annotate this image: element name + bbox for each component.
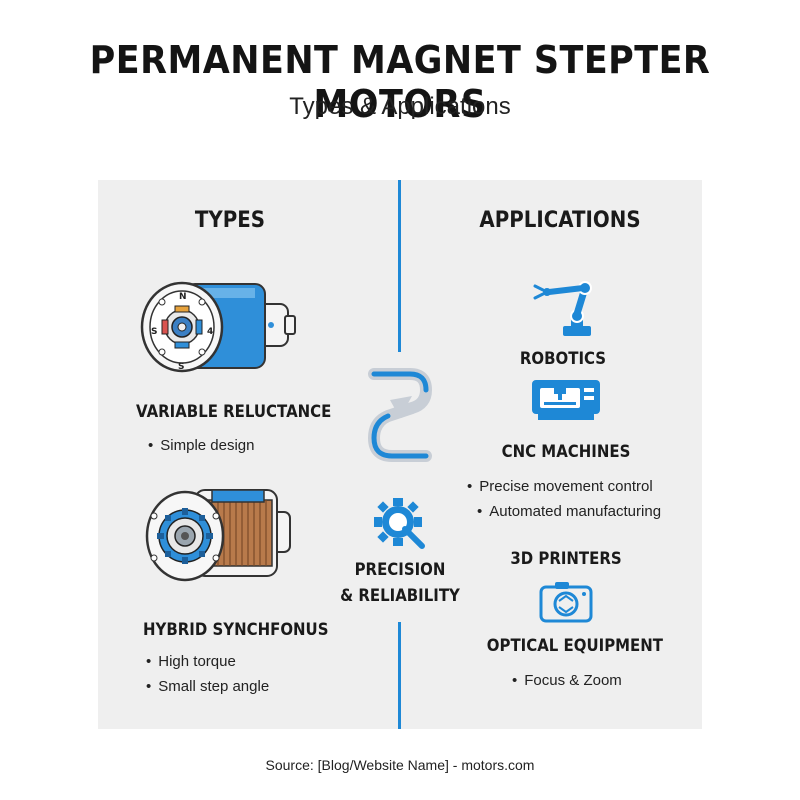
center-divider-bottom bbox=[398, 622, 401, 729]
page-title: PERMANENT MAGNET STEPTER MOTORS bbox=[89, 38, 711, 126]
hybrid-bullet-step-angle: Small step angle bbox=[146, 678, 269, 695]
hybrid-synchronous-title: HYBRID SYNCHFONUS bbox=[143, 620, 329, 640]
optical-bullet-focus: Focus & Zoom bbox=[512, 672, 622, 689]
variable-reluctance-title: VARIABLE RELUCTANCE bbox=[136, 402, 332, 422]
center-label-line1: PRECISION bbox=[354, 560, 446, 580]
cnc-machine-icon bbox=[532, 380, 600, 420]
robotics-title: ROBOTICS bbox=[519, 349, 607, 369]
source-footnote: Source: [Blog/Website Name] - motors.com bbox=[265, 757, 535, 773]
variable-reluctance-bullet: Simple design bbox=[148, 437, 254, 454]
3d-printers-title: 3D PRINTERS bbox=[510, 549, 622, 569]
pole-label-s: S bbox=[151, 327, 157, 337]
cnc-bullet-manufacturing: Automated manufacturing bbox=[477, 503, 661, 520]
robot-arm-icon bbox=[533, 281, 592, 336]
pole-label-4: 4 bbox=[207, 327, 213, 337]
hybrid-bullet-torque: High torque bbox=[146, 653, 236, 670]
pole-label-n: N bbox=[179, 292, 187, 302]
types-heading: TYPES bbox=[194, 208, 266, 233]
gear-magnifier-icon bbox=[374, 498, 425, 549]
applications-heading: APPLICATIONS bbox=[479, 208, 641, 233]
center-label-line2: & RELIABILITY bbox=[340, 586, 460, 606]
cycle-arrows-icon bbox=[367, 368, 433, 462]
optical-equipment-title: OPTICAL EQUIPMENT bbox=[486, 636, 664, 656]
hybrid-motor-coil-icon bbox=[145, 489, 291, 582]
stepper-motor-pole-icon: N S S 4 bbox=[140, 281, 296, 373]
cnc-machines-title: CNC MACHINES bbox=[501, 442, 631, 462]
camera-lens-icon bbox=[539, 582, 593, 623]
pole-label-s2: S bbox=[178, 362, 184, 372]
center-divider-top bbox=[398, 180, 401, 352]
page-subtitle: Types & Applications bbox=[289, 93, 511, 120]
cnc-bullet-movement: Precise movement control bbox=[467, 478, 652, 495]
